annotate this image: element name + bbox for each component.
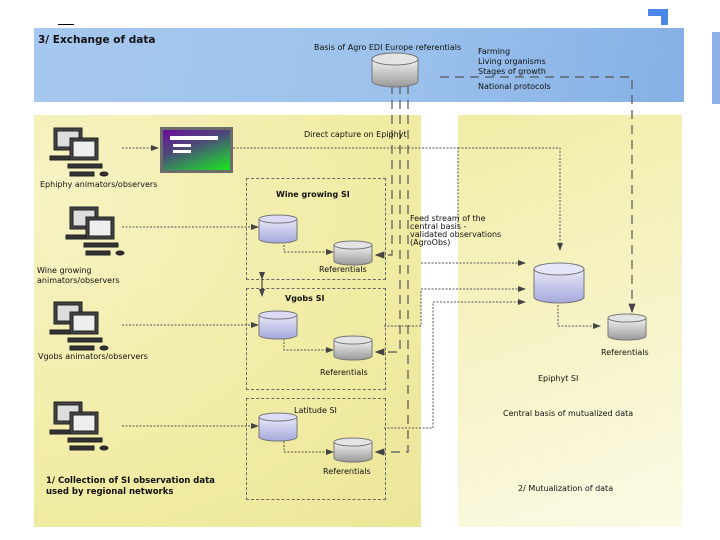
feed-stream-label-1: Feed stream of the — [410, 214, 486, 223]
vgobs-si-box — [246, 288, 386, 390]
mutualization-title: 2/ Mutualization of data — [518, 484, 614, 493]
collection-title-2: used by regional networks — [46, 487, 174, 497]
top-rule — [58, 24, 74, 25]
referential-item-farming: Farming — [478, 47, 511, 56]
national-protocols-label: National protocols — [478, 82, 551, 91]
latitude-si-database-icon — [258, 412, 298, 442]
wine-growing-si-title: Wine growing SI — [276, 190, 350, 199]
direct-capture-label: Direct capture on Epiphyt — [304, 130, 407, 139]
central-database-icon — [533, 262, 585, 304]
collection-title-1: 1/ Collection of SI observation data — [46, 476, 215, 486]
referential-item-stages: Stages of growth — [478, 67, 546, 76]
epiphyt-referentials-label: Referentials — [601, 348, 649, 357]
latitude-si-title: Latitude SI — [294, 406, 337, 415]
web-form-screen-icon — [160, 127, 233, 173]
referential-item-living: Living organisms — [478, 57, 546, 66]
ephiphy-observers-label: Ephiphy animators/observers — [40, 180, 158, 189]
epiphyt-si-title: Epiphyt SI — [538, 374, 579, 383]
central-basis-label: Central basis of mutualized data — [503, 409, 634, 418]
exchange-title: 3/ Exchange of data — [38, 34, 156, 46]
agro-basis-label: Basis of Agro EDI Europe referentials — [314, 43, 462, 52]
agro-edi-database-icon — [371, 52, 419, 88]
feed-stream-label-4: (AgroObs) — [410, 238, 451, 247]
latitude-si-box — [246, 398, 386, 500]
epiphyt-referentials-database-icon — [607, 313, 647, 341]
latitude-referentials-database-icon — [333, 437, 373, 463]
exchange-band — [34, 28, 684, 102]
computer-workstation-icon — [49, 301, 109, 351]
vgobs-referentials-database-icon — [333, 335, 373, 361]
computer-workstation-icon — [49, 127, 109, 177]
computer-workstation-icon — [65, 206, 125, 256]
wine-growing-observers-label-2: animators/observers — [37, 276, 120, 285]
side-accent-bar — [712, 32, 720, 104]
wine-growing-referentials-database-icon — [333, 240, 373, 266]
wine-growing-observers-label-1: Wine growing — [37, 266, 92, 275]
vgobs-si-database-icon — [258, 310, 298, 340]
computer-workstation-icon — [49, 401, 109, 451]
wine-growing-referentials-label: Referentials — [319, 265, 367, 274]
feed-stream-label-2: central basis - — [410, 222, 467, 231]
vgobs-referentials-label: Referentials — [320, 368, 368, 377]
vgobs-observers-label: Vgobs animators/observers — [38, 352, 148, 361]
wine-growing-si-database-icon — [258, 214, 298, 244]
feed-stream-label-3: validated observations — [410, 230, 502, 239]
vgobs-si-title: Vgobs SI — [285, 294, 325, 303]
wine-growing-si-box — [246, 178, 386, 280]
latitude-referentials-label: Referentials — [323, 467, 371, 476]
corner-bracket-icon — [648, 9, 668, 25]
